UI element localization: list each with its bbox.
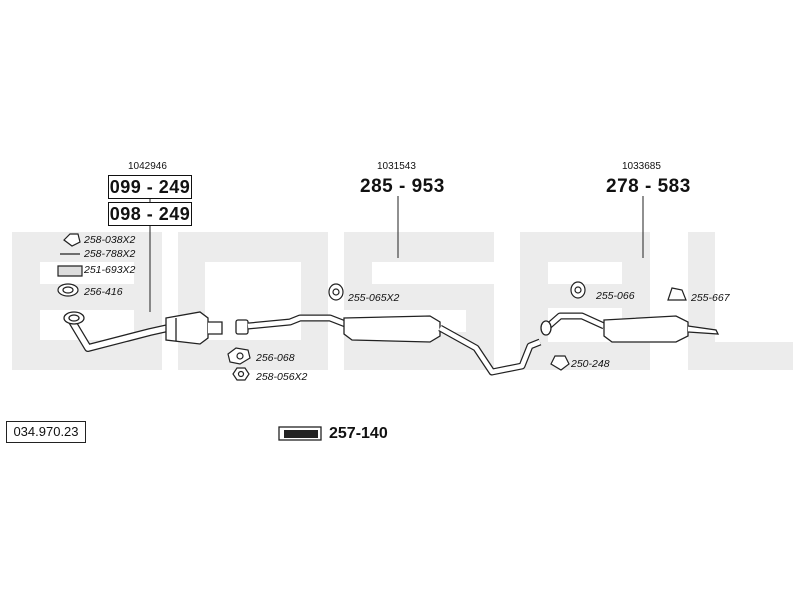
kit-number: 257-140 [329, 425, 388, 442]
fittings-icons [57, 233, 687, 381]
ref-left: 1042946 [128, 161, 167, 172]
part-rear-silencer: 278 - 583 [606, 176, 691, 197]
fitting-label: 255-066 [596, 290, 635, 302]
fitting-label: 250-248 [571, 358, 610, 370]
clamp-icon [63, 233, 81, 247]
middle-silencer-assembly [235, 314, 542, 376]
fitting-label: 258-038X2 [84, 234, 136, 246]
clip-icon [550, 355, 570, 371]
bosal-logo [278, 426, 322, 441]
fitting-label: 251-693X2 [84, 264, 136, 276]
fitting-label: 255-667 [691, 292, 730, 304]
fitting-label: 258-056X2 [256, 371, 308, 383]
fitting-label: 258-788X2 [84, 248, 136, 260]
front-pipe-assembly [63, 311, 223, 352]
ref-middle: 1031543 [377, 161, 416, 172]
fitting-label: 256-068 [256, 352, 295, 364]
spring-icon [57, 265, 83, 277]
fitting-label: 256-416 [84, 286, 123, 298]
part-front-pipe-b: 098 - 249 [108, 202, 192, 226]
part-middle-silencer: 285 - 953 [360, 176, 445, 197]
rear-silencer-assembly [540, 312, 720, 343]
ref-right: 1033685 [622, 161, 661, 172]
catalog-number: 034.970.23 [6, 421, 86, 443]
part-front-pipe-a: 099 - 249 [108, 175, 192, 199]
fitting-label: 255-065X2 [348, 292, 400, 304]
bracket-icon [667, 287, 687, 301]
